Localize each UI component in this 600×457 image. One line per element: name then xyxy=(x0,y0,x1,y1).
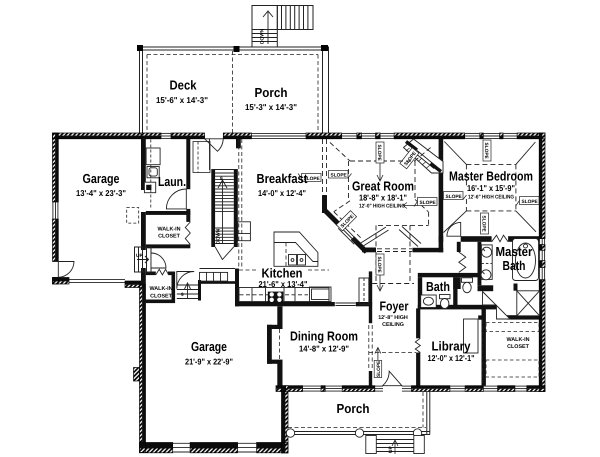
svg-text:Kitchen: Kitchen xyxy=(262,266,303,281)
svg-text:CEILING: CEILING xyxy=(382,322,404,328)
svg-text:SLOPE: SLOPE xyxy=(446,194,463,200)
svg-text:DOWN: DOWN xyxy=(260,28,266,44)
svg-text:Master: Master xyxy=(496,244,533,259)
svg-text:Bath: Bath xyxy=(503,258,526,273)
svg-text:13'-4" x 23'-3": 13'-4" x 23'-3" xyxy=(76,188,126,198)
svg-text:UP: UP xyxy=(388,446,394,453)
svg-text:SLOPE: SLOPE xyxy=(304,176,321,182)
svg-text:Porch: Porch xyxy=(255,85,288,100)
svg-text:WALK-IN: WALK-IN xyxy=(149,286,172,292)
svg-text:Laun.: Laun. xyxy=(158,174,186,189)
svg-text:CLOSET: CLOSET xyxy=(150,294,173,300)
svg-text:16'-1" x 15'-9": 16'-1" x 15'-9" xyxy=(467,183,515,193)
svg-text:Breakfast: Breakfast xyxy=(257,171,309,186)
svg-text:14'-0" x 12'-4": 14'-0" x 12'-4" xyxy=(258,188,306,198)
svg-text:SLOPE: SLOPE xyxy=(376,257,382,274)
svg-text:12'-0" HIGH CEILING: 12'-0" HIGH CEILING xyxy=(359,204,405,210)
svg-text:Foyer: Foyer xyxy=(380,299,409,314)
svg-text:9: 9 xyxy=(181,292,184,298)
svg-text:Library: Library xyxy=(432,339,472,354)
svg-text:12'-8" HIGH: 12'-8" HIGH xyxy=(378,315,408,321)
svg-text:WALK-IN: WALK-IN xyxy=(157,227,180,233)
svg-text:Porch: Porch xyxy=(337,401,370,416)
svg-text:21'-9" x 22'-9": 21'-9" x 22'-9" xyxy=(185,357,233,367)
svg-text:SLOPE: SLOPE xyxy=(376,145,382,162)
svg-text:SLOPE: SLOPE xyxy=(376,360,382,377)
svg-text:Garage: Garage xyxy=(83,171,120,186)
svg-text:12'-0" x 12'-1": 12'-0" x 12'-1" xyxy=(428,353,475,363)
svg-text:CLOSET: CLOSET xyxy=(507,344,530,350)
svg-text:Deck: Deck xyxy=(170,78,198,93)
svg-text:CLOSET: CLOSET xyxy=(158,234,181,240)
svg-text:15'-6" x 14'-3": 15'-6" x 14'-3" xyxy=(156,95,208,105)
svg-text:Dining Room: Dining Room xyxy=(290,329,358,344)
svg-text:Garage: Garage xyxy=(191,339,227,354)
svg-text:WALK-IN: WALK-IN xyxy=(506,337,529,343)
svg-text:SLOPE: SLOPE xyxy=(420,200,437,206)
svg-text:12'-6" HIGH CEILING: 12'-6" HIGH CEILING xyxy=(468,195,514,201)
svg-text:SLOPE: SLOPE xyxy=(522,199,539,205)
svg-text:SLOPE: SLOPE xyxy=(483,143,489,160)
svg-text:Master Bedroom: Master Bedroom xyxy=(449,169,533,184)
svg-text:Great Room: Great Room xyxy=(352,179,414,194)
svg-text:UP: UP xyxy=(136,253,143,259)
svg-text:21'-6" x 13'-4": 21'-6" x 13'-4" xyxy=(259,279,308,289)
svg-text:SLOPE: SLOPE xyxy=(331,173,348,179)
svg-text:18'-8" x 18'-1": 18'-8" x 18'-1" xyxy=(359,193,407,203)
svg-text:9: 9 xyxy=(220,176,223,182)
svg-text:14'-8" x 12'-9": 14'-8" x 12'-9" xyxy=(299,344,349,354)
svg-text:Bath: Bath xyxy=(426,279,450,294)
svg-text:15'-3" x 14'-3": 15'-3" x 14'-3" xyxy=(245,102,297,112)
svg-text:DOWN: DOWN xyxy=(216,228,222,244)
svg-text:SLOPE: SLOPE xyxy=(481,216,487,233)
